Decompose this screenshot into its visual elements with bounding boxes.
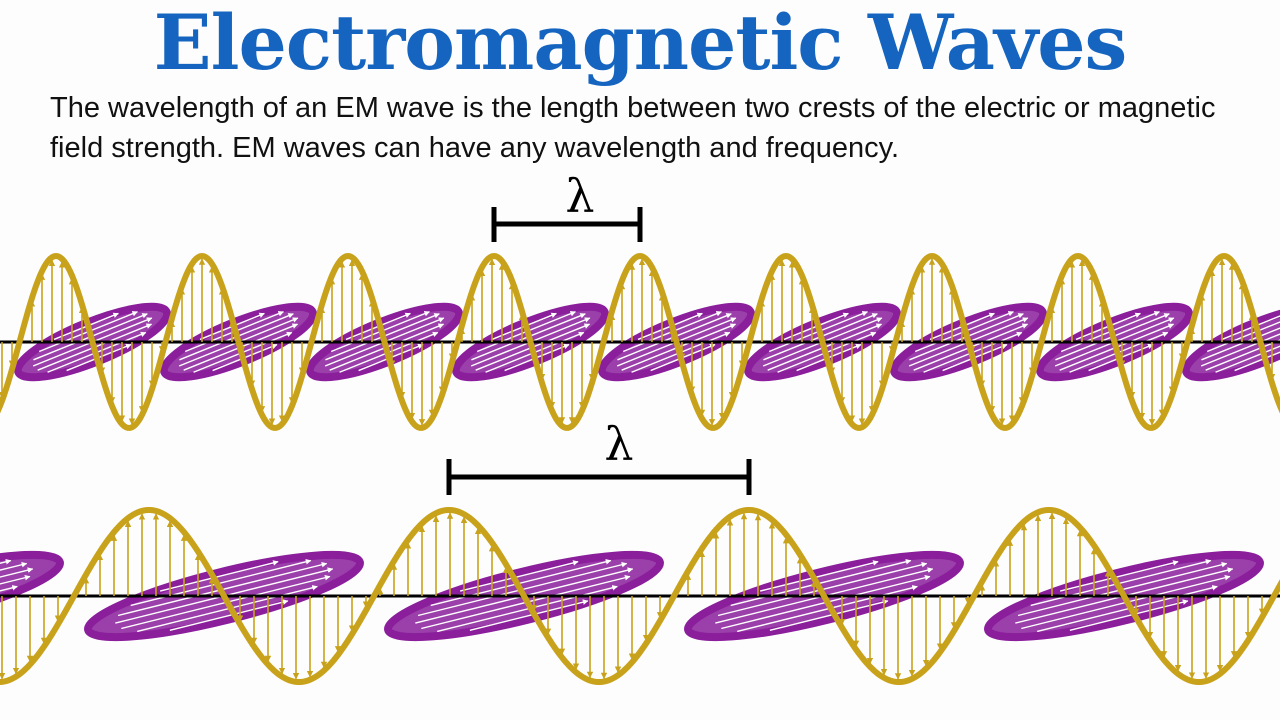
electric-field-wave	[0, 252, 1280, 431]
magnetic-field-vector	[1037, 585, 1218, 633]
wavelength-label: λ	[565, 169, 594, 223]
magnetic-field-vector	[1069, 599, 1189, 631]
magnetic-field-vector	[459, 560, 579, 592]
magnetic-field-vector	[730, 559, 912, 607]
description-text: The wavelength of an EM wave is the leng…	[50, 92, 1216, 164]
magnetic-field-vector	[1030, 559, 1212, 607]
magnetic-field-vector	[430, 559, 612, 607]
magnetic-field-vector	[469, 599, 589, 631]
electric-field-vectors	[0, 512, 1266, 680]
magnetic-field-vector	[737, 585, 918, 633]
magnetic-field-vector	[130, 559, 312, 607]
long-wavelength-wave: λ	[0, 417, 1280, 685]
magnetic-field-vector	[159, 560, 279, 592]
wavelength-marker: λ	[491, 169, 643, 242]
page-title: Electromagnetic Waves	[153, 0, 1128, 87]
short-wavelength-wave: λ	[0, 169, 1280, 431]
magnetic-field-loop	[0, 550, 64, 642]
magnetic-field-vector	[137, 585, 318, 633]
wavelength-label: λ	[604, 417, 633, 471]
magnetic-field-vector	[437, 585, 618, 633]
electric-field-wave	[0, 507, 1280, 685]
electric-field-vectors	[0, 258, 1276, 426]
magnetic-field-vector	[769, 599, 889, 631]
wavelength-marker: λ	[446, 417, 752, 495]
magnetic-field-vector	[759, 560, 879, 592]
